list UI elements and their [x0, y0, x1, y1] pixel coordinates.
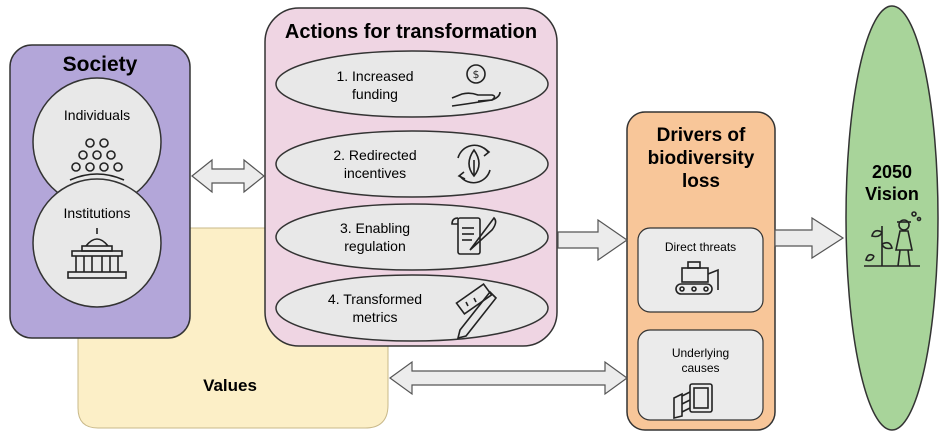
action-1-line2: funding: [352, 86, 398, 102]
action-2-line1: 2. Redirected: [333, 147, 417, 163]
vision-line1: 2050: [871, 162, 913, 182]
capitol-building-icon: [67, 228, 127, 279]
individuals-label: Individuals: [63, 107, 131, 123]
drivers-vision-arrow: [774, 216, 845, 260]
values-label: Values: [203, 376, 257, 395]
action-4-label: 4. Transformed metrics: [300, 290, 450, 326]
action-ellipse-4: [275, 274, 549, 342]
underlying-causes-label: Underlying causes: [638, 346, 763, 376]
actions-title: Actions for transformation: [284, 21, 538, 43]
drivers-title-line1: Drivers of: [656, 125, 746, 146]
underlying-causes-box: [637, 329, 764, 421]
leaf-cycle-icon: [457, 144, 491, 184]
society-title: Society: [62, 53, 138, 76]
action-3-line2: regulation: [344, 238, 406, 254]
underlying-causes-line2: causes: [681, 361, 720, 375]
drivers-title-line3: loss: [681, 171, 721, 192]
people-crowd-icon: [69, 138, 125, 181]
action-2-line2: incentives: [343, 165, 407, 181]
ruler-pencil-icon: [455, 283, 498, 340]
drivers-title: Drivers of biodiversity loss: [627, 124, 775, 193]
direct-threats-box: [637, 227, 764, 313]
scroll-quill-icon: [451, 216, 497, 255]
farmer-planting-icon: [864, 211, 922, 267]
action-3-label: 3. Enabling regulation: [300, 219, 450, 255]
direct-threats-label: Direct threats: [664, 240, 737, 254]
money-hand-icon: [673, 383, 713, 420]
action-1-line1: 1. Increased: [336, 68, 414, 84]
action-3-line1: 3. Enabling: [339, 220, 411, 236]
society-actions-double-arrow: [191, 158, 265, 194]
action-ellipse-2: [275, 130, 549, 198]
vision-ellipse: [845, 5, 939, 431]
hand-coin-icon: $: [451, 64, 501, 107]
values-drivers-double-arrow: [388, 360, 629, 396]
underlying-causes-line1: Underlying: [671, 346, 730, 360]
bulldozer-icon: [675, 261, 719, 295]
actions-drivers-arrow: [557, 218, 629, 262]
action-4-line1: 4. Transformed: [327, 291, 423, 307]
vision-line2: Vision: [865, 184, 919, 204]
svg-text:$: $: [473, 68, 480, 81]
drivers-title-line2: biodiversity: [647, 148, 755, 169]
institutions-circle: [32, 178, 162, 308]
vision-label: 2050 Vision: [850, 161, 934, 205]
action-4-line2: metrics: [352, 309, 398, 325]
institutions-label: Institutions: [63, 205, 131, 221]
action-2-label: 2. Redirected incentives: [300, 146, 450, 182]
action-1-label: 1. Increased funding: [300, 67, 450, 103]
